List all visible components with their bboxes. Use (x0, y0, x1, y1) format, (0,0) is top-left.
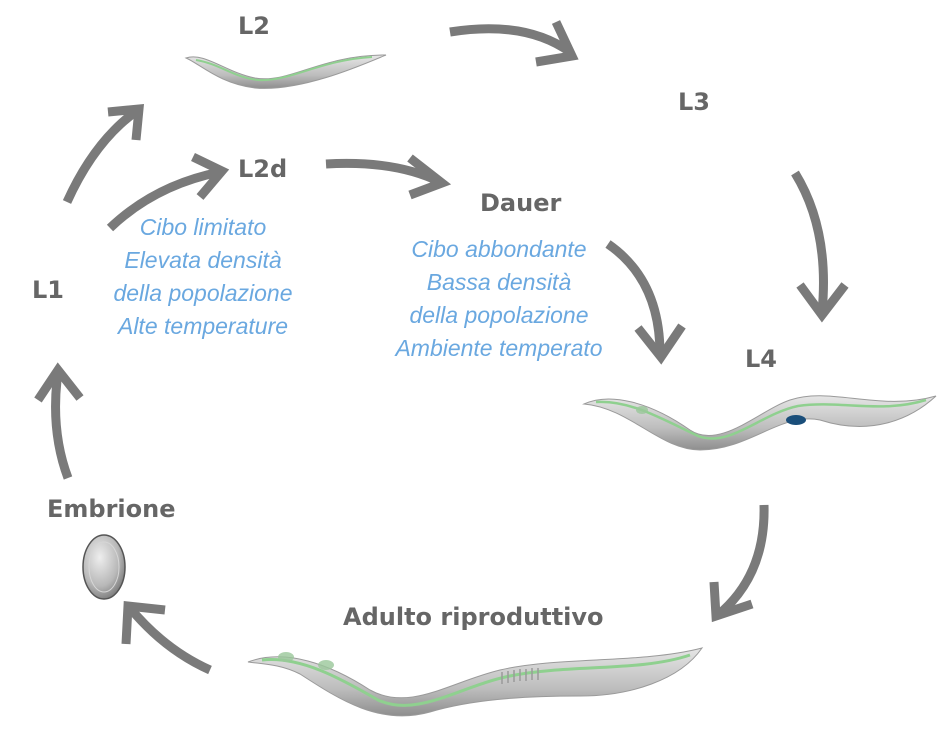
arrow-l1-to-l2 (62, 103, 145, 204)
favorable-conditions: Cibo abbondante Bassa densità della popo… (380, 233, 618, 365)
arrow-embryo-to-l1 (34, 362, 84, 480)
nematode-icon-l2 (184, 54, 387, 89)
condition-line: Bassa densità (426, 269, 572, 295)
stage-label-l1: L1 (32, 276, 64, 304)
nematode-icon-adult (247, 647, 704, 717)
nematode-icon-l4 (582, 395, 937, 451)
unfavorable-conditions: Cibo limitato Elevata densità della popo… (95, 211, 311, 343)
stage-label-l2: L2 (238, 12, 270, 40)
condition-line: Cibo abbondante (411, 236, 587, 262)
condition-line: Elevata densità (124, 247, 282, 273)
stage-label-dauer: Dauer (480, 189, 562, 217)
condition-line: Cibo limitato (139, 214, 267, 240)
arrow-l3-to-l4 (791, 170, 849, 323)
stage-label-l4: L4 (745, 345, 777, 373)
condition-line: Ambiente temperato (395, 335, 603, 361)
arrow-l1-to-l2d (106, 152, 230, 232)
condition-line: Alte temperature (117, 313, 289, 339)
arrow-l4-to-adult (709, 504, 769, 623)
stage-label-embryo: Embrione (47, 495, 176, 523)
arrow-dauer-to-l4 (605, 240, 686, 365)
stage-label-l2d: L2d (238, 155, 288, 183)
stage-label-adult: Adulto riproduttivo (343, 603, 604, 631)
egg-icon (82, 534, 126, 600)
condition-line: della popolazione (113, 280, 293, 306)
arrow-adult-to-embryo (121, 601, 212, 675)
stage-label-l3: L3 (678, 88, 710, 116)
arrow-l2d-to-dauer (325, 154, 452, 200)
condition-line: della popolazione (409, 302, 589, 328)
arrow-l2-to-l3 (449, 20, 579, 67)
